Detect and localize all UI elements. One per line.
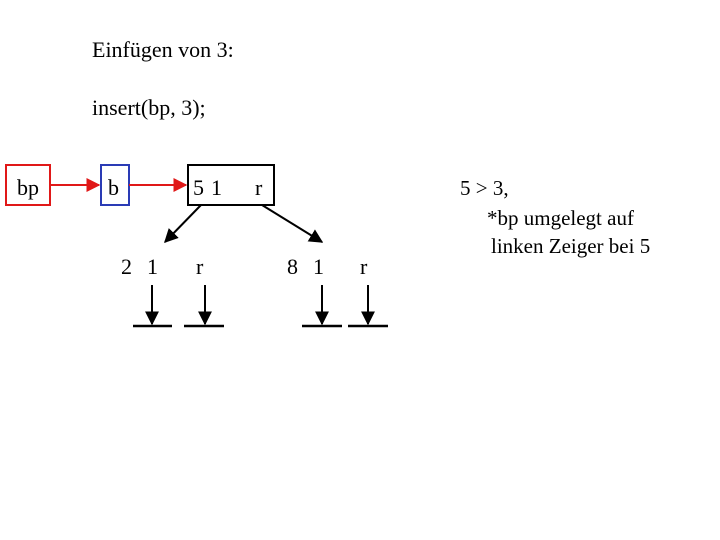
left-child-key: 2 xyxy=(121,254,132,279)
slide-title: Einfügen von 3: xyxy=(92,37,234,62)
root-node-count: 1 xyxy=(211,175,222,200)
root-node-right-label: r xyxy=(255,175,263,200)
note-line-2: *bp umgelegt auf xyxy=(487,206,634,230)
b-pointer-label: b xyxy=(108,175,119,200)
note-line-1: 5 > 3, xyxy=(460,176,509,200)
right-child-key: 8 xyxy=(287,254,298,279)
right-child-right-label: r xyxy=(360,254,368,279)
left-child-right-label: r xyxy=(196,254,204,279)
right-child-count: 1 xyxy=(313,254,324,279)
root-left-pointer-arrow xyxy=(164,204,202,244)
bp-pointer-label: bp xyxy=(17,175,39,200)
root-node-box xyxy=(187,164,275,206)
insert-call-code: insert(bp, 3); xyxy=(92,95,206,120)
left-child-count: 1 xyxy=(147,254,158,279)
root-right-pointer-arrow xyxy=(261,204,324,243)
root-node-key: 5 xyxy=(193,175,204,200)
note-line-3: linken Zeiger bei 5 xyxy=(491,234,651,258)
